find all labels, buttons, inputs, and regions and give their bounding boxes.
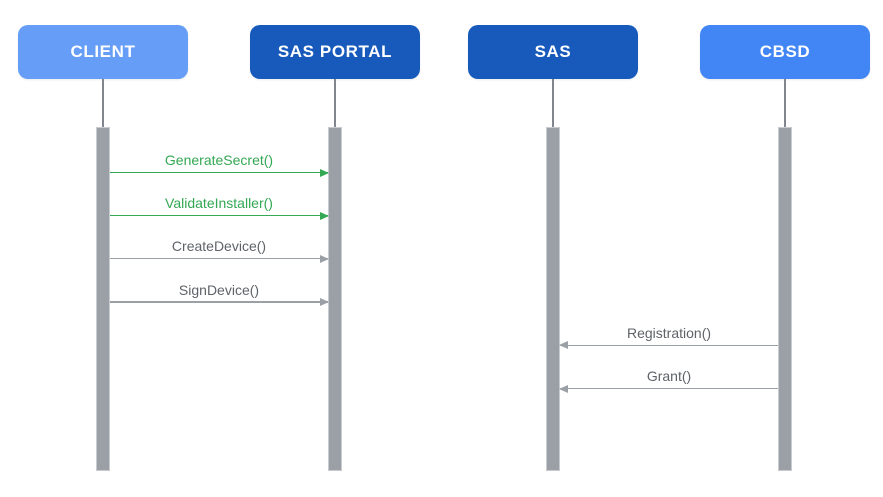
message-label: GenerateSecret() xyxy=(164,152,274,168)
message-arrow-line xyxy=(559,384,778,393)
message-label: ValidateInstaller() xyxy=(165,195,273,212)
message-arrow-line xyxy=(110,168,329,177)
message-arrow-line xyxy=(559,341,778,350)
arrowhead-icon xyxy=(320,168,329,177)
activation-bar-client xyxy=(96,127,110,471)
activation-bar-sas-portal xyxy=(328,127,342,471)
message-label: SignDevice() xyxy=(178,281,260,298)
message-highlight-0: GenerateSecret() xyxy=(110,151,329,177)
arrowhead-icon xyxy=(320,254,329,263)
lifeline-cbsd xyxy=(784,79,786,127)
lifeline-sas xyxy=(552,79,554,127)
message-normal-3: SignDevice() xyxy=(110,281,329,307)
message-label: Grant() xyxy=(646,368,692,384)
message-label: Registration() xyxy=(626,324,712,341)
message-normal-2: CreateDevice() xyxy=(110,237,329,263)
lifeline-client xyxy=(102,79,104,127)
actor-box-sas-portal: SAS PORTAL xyxy=(250,25,420,79)
arrowhead-icon xyxy=(559,384,568,393)
message-normal-5: Grant() xyxy=(559,367,778,393)
arrowhead-icon xyxy=(320,211,329,220)
arrowhead-icon xyxy=(320,298,329,307)
message-arrow-line xyxy=(110,211,329,220)
lifeline-sas-portal xyxy=(334,79,336,127)
message-highlight-1: ValidateInstaller() xyxy=(110,194,329,220)
actor-box-sas: SAS xyxy=(468,25,638,79)
activation-bar-sas xyxy=(546,127,560,471)
message-arrow-line xyxy=(110,298,329,307)
message-label: CreateDevice() xyxy=(171,238,267,255)
activation-bar-cbsd xyxy=(778,127,792,471)
arrowhead-icon xyxy=(559,341,568,350)
actor-box-client: CLIENT xyxy=(18,25,188,79)
message-arrow-line xyxy=(110,254,329,263)
message-normal-4: Registration() xyxy=(559,324,778,350)
actor-box-cbsd: CBSD xyxy=(700,25,870,79)
